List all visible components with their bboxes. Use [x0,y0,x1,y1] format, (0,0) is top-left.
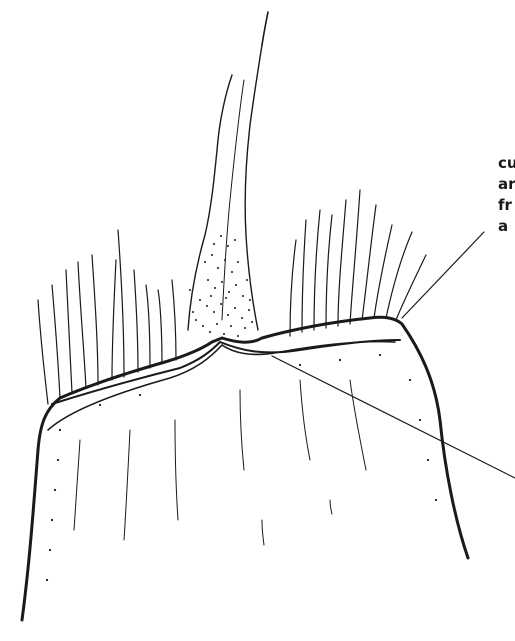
upper-leader-line [402,232,484,318]
stippled-region [189,235,253,337]
inner-rim-line [48,342,395,430]
body-outline-right [222,317,468,558]
central-structure-tip [262,12,268,45]
central-structure-right [245,45,262,330]
callout-line-4: a [498,216,515,237]
central-structure-left [188,75,232,330]
upper-callout-label: cu ar fr a [498,153,515,237]
callout-line-2: ar [498,174,515,195]
lower-leader-line [272,356,515,478]
callout-line-1: cu [498,153,515,174]
body-outline-left [22,338,222,620]
interior-marks [74,380,366,545]
rim-hairs [38,190,426,404]
central-inner-line [222,80,244,320]
callout-line-3: fr [498,195,515,216]
